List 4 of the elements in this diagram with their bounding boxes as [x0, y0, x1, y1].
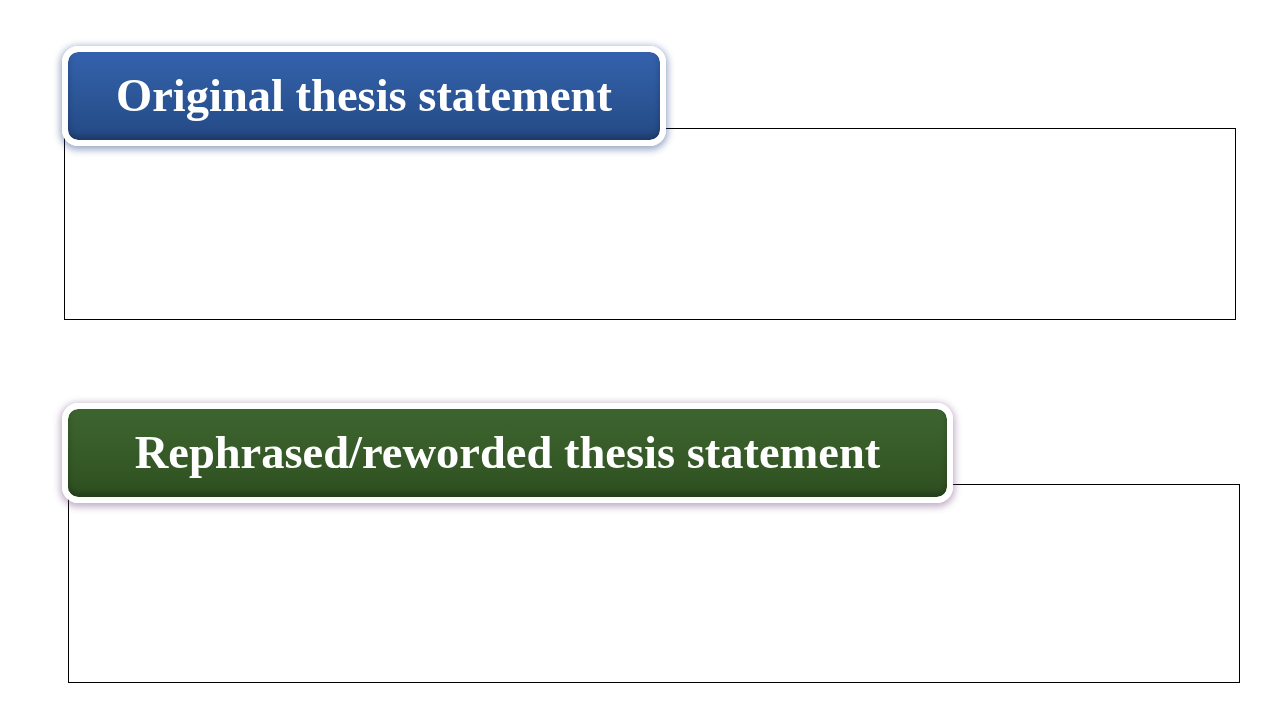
heading-text: Rephrased/reworded thesis statement: [134, 427, 881, 479]
answer-box: [64, 128, 1236, 320]
answer-box: [68, 484, 1240, 683]
heading-text: Original thesis statement: [116, 70, 612, 122]
